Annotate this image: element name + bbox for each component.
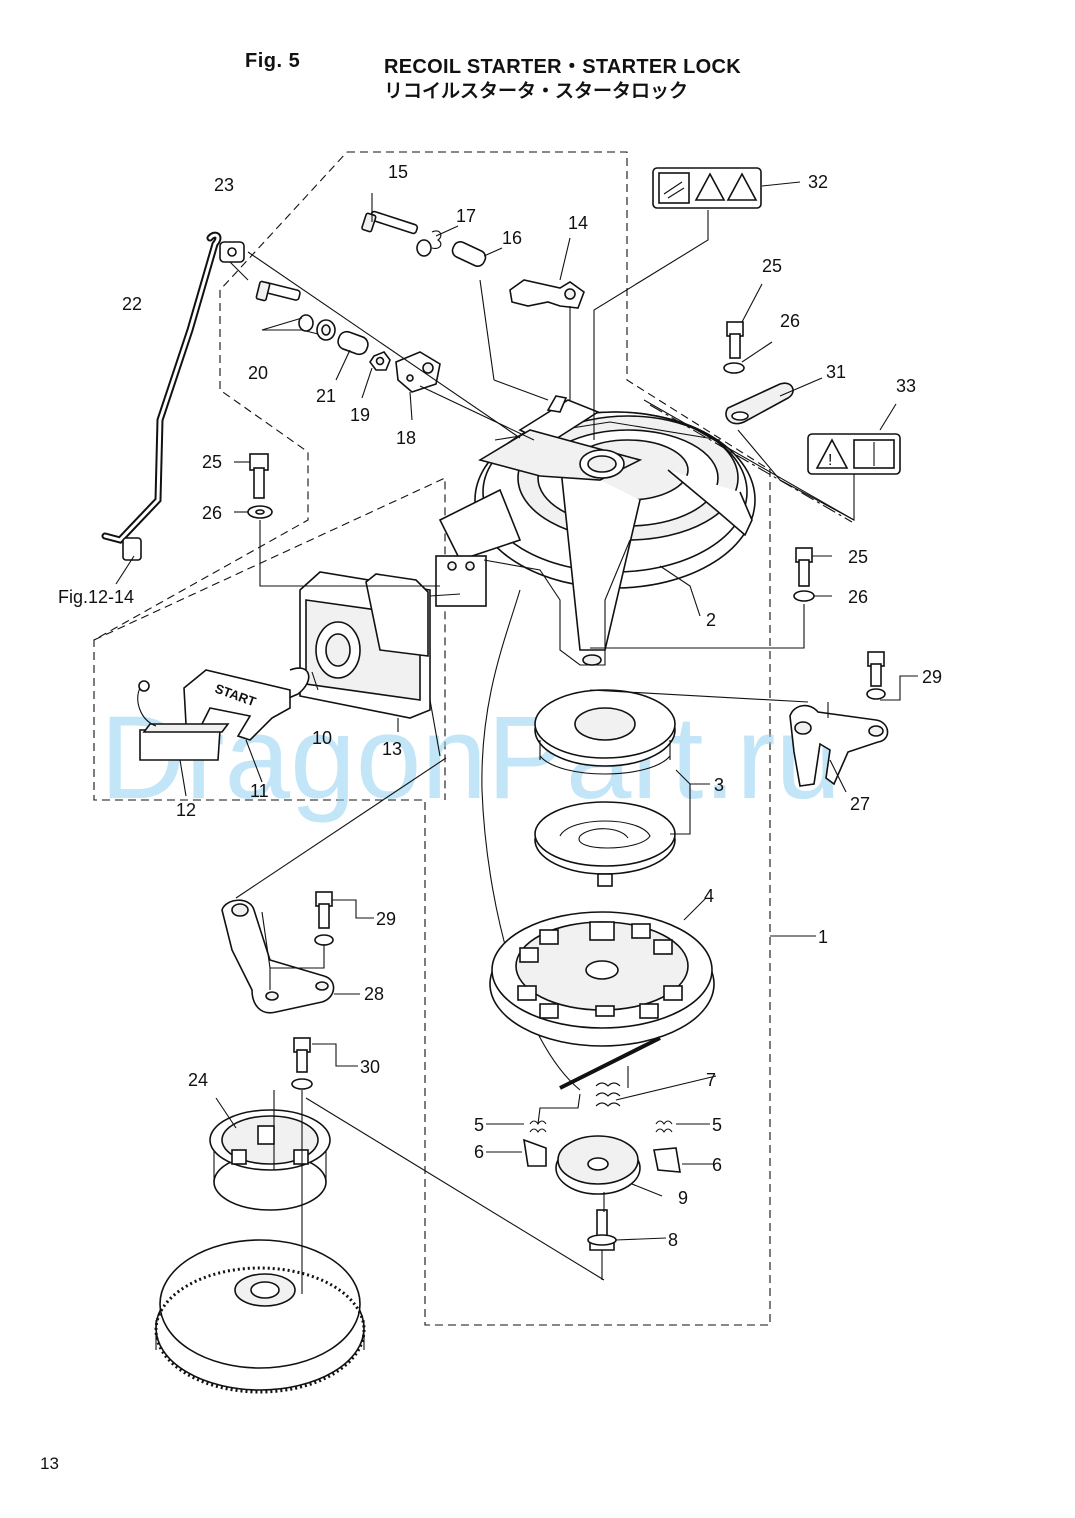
- ratchet-parts: [523, 1082, 681, 1251]
- callout-19: 19: [350, 405, 370, 425]
- callout-26c: 26: [848, 587, 868, 607]
- callout-6a: 6: [474, 1142, 484, 1162]
- callout-29a: 29: [922, 667, 942, 687]
- callout-26b: 26: [202, 503, 222, 523]
- bolt-washer-29-right: [866, 651, 886, 700]
- callout-23: 23: [214, 175, 234, 195]
- figure-number: Fig. 5: [245, 50, 301, 72]
- bolt-washer-29-left: [314, 891, 334, 946]
- callout-6b: 6: [712, 1155, 722, 1175]
- callout-14: 14: [568, 213, 588, 233]
- callout-26a: 26: [780, 311, 800, 331]
- callout-25b: 25: [202, 452, 222, 472]
- callout-1: 1: [818, 927, 828, 947]
- starter-pulley-24: [209, 1109, 331, 1211]
- callout-17: 17: [456, 206, 476, 226]
- starter-case: [435, 395, 756, 1091]
- callout-31: 31: [826, 362, 846, 382]
- bolt-washer-top-right: [723, 321, 794, 425]
- lock-arm-group: [361, 210, 585, 309]
- callout-30: 30: [360, 1057, 380, 1077]
- callout-7: 7: [706, 1070, 716, 1090]
- callout-13: 13: [382, 739, 402, 759]
- assembly-boundary-lock: [93, 151, 771, 1326]
- stopper-bracket-28: [221, 899, 335, 1014]
- rope-reel-4: [489, 911, 715, 1090]
- callout-15: 15: [388, 162, 408, 182]
- assembly-boundary-handle: [93, 477, 446, 800]
- spring-cover-3: [534, 689, 676, 775]
- callout-24: 24: [188, 1070, 208, 1090]
- callout-10: 10: [312, 728, 332, 748]
- starter-handle-assembly: START: [137, 571, 431, 761]
- callout-5b: 5: [712, 1115, 722, 1135]
- page-number: 13: [40, 1454, 59, 1473]
- callout-18: 18: [396, 428, 416, 448]
- callout-12: 12: [176, 800, 196, 820]
- label-reference-line: [649, 404, 853, 523]
- callout-3: 3: [714, 775, 724, 795]
- callout-labels: 1 2 3 4 5 5 6 6 7 8 9 10 11 12 13 14 15 …: [58, 162, 942, 1250]
- callout-11: 11: [250, 781, 269, 801]
- warning-label-32: [652, 167, 762, 209]
- rod-clip: [219, 241, 245, 263]
- callout-25c: 25: [848, 547, 868, 567]
- callout-20: 20: [248, 363, 268, 383]
- bolt-washer-right: [793, 547, 815, 602]
- svg-text:!: !: [828, 452, 832, 469]
- callout-25a: 25: [762, 256, 782, 276]
- bolt-washer-left: [247, 453, 273, 519]
- starter-lock-rod: [101, 231, 222, 561]
- callout-27: 27: [850, 794, 870, 814]
- flywheel: [154, 1239, 366, 1394]
- bolt-washer-30: [291, 1037, 313, 1090]
- callout-28: 28: [364, 984, 384, 1004]
- diagram-title-japanese: リコイルスタータ・スタータロック: [384, 80, 689, 102]
- callout-33: 33: [896, 376, 916, 396]
- callout-2: 2: [706, 610, 716, 630]
- callout-9: 9: [678, 1188, 688, 1208]
- stopper-bracket-27: [789, 704, 889, 787]
- watermark: DragonPart.ru: [100, 692, 841, 824]
- diagram-title: RECOIL STARTER・STARTER LOCK: [384, 56, 741, 78]
- callout-5a: 5: [474, 1115, 484, 1135]
- callout-8: 8: [668, 1230, 678, 1250]
- recoil-spring-3: [534, 801, 676, 887]
- lock-bolt-group: [255, 280, 441, 393]
- callout-29b: 29: [376, 909, 396, 929]
- callout-21: 21: [316, 386, 336, 406]
- callout-4: 4: [704, 886, 714, 906]
- caution-label-33: !: [807, 433, 901, 475]
- callout-22: 22: [122, 294, 142, 314]
- callout-32: 32: [808, 172, 828, 192]
- reference-fig-12-14: Fig.12-14: [58, 587, 134, 607]
- callout-16: 16: [502, 228, 522, 248]
